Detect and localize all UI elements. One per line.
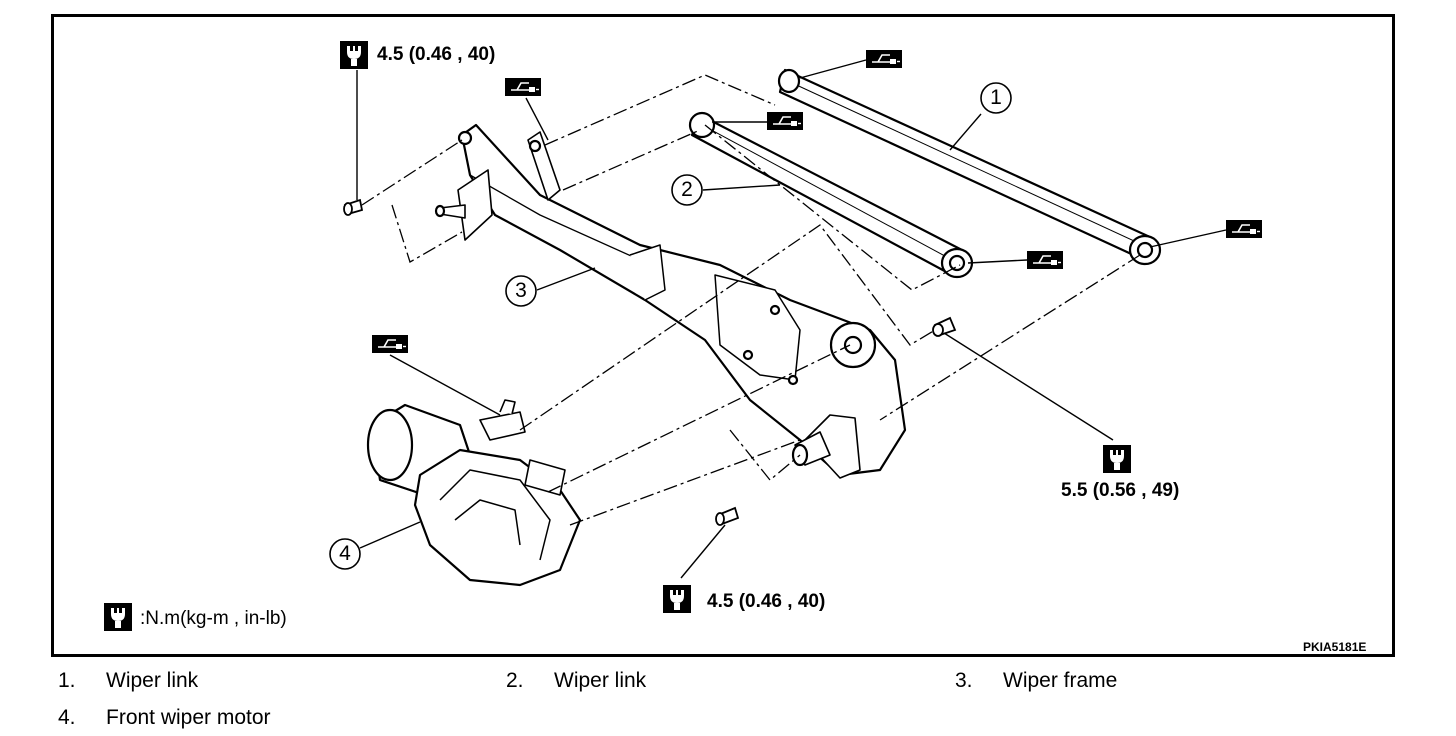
- grease-application-icon: [766, 111, 804, 131]
- legend-item-number: 4.: [58, 706, 76, 729]
- wiper-link-1: [777, 68, 1162, 266]
- callout-circles: [329, 82, 1012, 570]
- legend-item: 3. Wiper frame: [955, 669, 1117, 693]
- grease-application-icon: [1225, 219, 1263, 239]
- legend-item: 4. Front wiper motor: [58, 706, 271, 730]
- wiper-frame-3: [434, 123, 907, 479]
- grease-application-icon: [504, 77, 542, 97]
- grease-application-icon: [1026, 250, 1064, 270]
- bolts: [343, 198, 957, 526]
- legend-item-label: Front wiper motor: [106, 706, 271, 729]
- legend-item-label: Wiper link: [554, 669, 647, 692]
- torque-wrench-icon: [1103, 445, 1131, 473]
- callout-circle-2: [671, 174, 703, 206]
- callout-circle-3: [505, 275, 537, 307]
- legend-item: 1. Wiper link: [58, 669, 198, 693]
- callout-circle-4: [329, 538, 361, 570]
- alignment-guides: [361, 74, 1141, 526]
- legend-item-number: 2.: [506, 669, 524, 692]
- callout-number-1: 1: [990, 86, 1002, 109]
- callout-circle-1: [980, 82, 1012, 114]
- torque-wrench-icon: [663, 585, 691, 613]
- legend-item-number: 1.: [58, 669, 76, 692]
- torque-value-top-left: 4.5 (0.46 , 40): [377, 44, 496, 65]
- torque-value-right: 5.5 (0.56 , 49): [1061, 480, 1180, 501]
- legend-item-number: 3.: [955, 669, 973, 692]
- grease-application-icon: [865, 49, 903, 69]
- torque-value-bottom: 4.5 (0.46 , 40): [707, 591, 826, 612]
- front-wiper-motor-4: [366, 399, 582, 587]
- legend-item-label: Wiper link: [106, 669, 199, 692]
- diagram-frame: [51, 14, 1395, 657]
- torque-wrench-icon: [340, 41, 368, 69]
- callout-number-3: 3: [515, 279, 527, 302]
- callout-number-4: 4: [339, 542, 351, 565]
- torque-wrench-icon: [104, 603, 132, 631]
- wiper-link-2: [688, 111, 974, 279]
- grease-application-icon: [371, 334, 409, 354]
- legend-item: 2. Wiper link: [506, 669, 646, 693]
- legend-item-label: Wiper frame: [1003, 669, 1118, 692]
- torque-unit-note: :N.m(kg-m , in-lb): [140, 608, 287, 629]
- callout-number-2: 2: [681, 178, 693, 201]
- figure-id: PKIA5181E: [1303, 640, 1367, 654]
- leader-lines: [356, 59, 1227, 579]
